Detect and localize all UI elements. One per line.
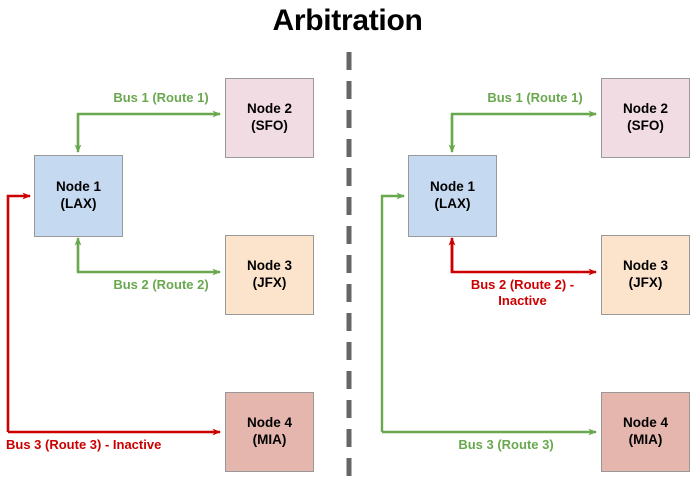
right-edge-bus2-label-line2: Inactive [498, 292, 547, 308]
right-edge-bus3 [380, 192, 597, 436]
right-edge-bus1-label: Bus 1 (Route 1) [487, 90, 583, 105]
right-node-4-code: (MIA) [628, 432, 663, 447]
left-node-2-code: (SFO) [251, 118, 288, 133]
right-node-3-code: (JFX) [628, 275, 663, 290]
right-node-4[interactable]: Node 4 (MIA) [601, 392, 690, 472]
left-node-2[interactable]: Node 2 (SFO) [225, 78, 314, 158]
left-node-2-label: Node 2 [246, 101, 292, 117]
right-edge-bus2 [448, 237, 597, 276]
right-node-1-code: (LAX) [434, 196, 471, 211]
left-edge-bus3 [6, 192, 221, 436]
left-edge-bus1 [74, 110, 221, 153]
right-edge-bus2-label: Bus 2 (Route 2) - Inactive [444, 277, 601, 308]
right-edge-bus3-label: Bus 3 (Route 3) [458, 437, 554, 452]
left-node-3-label: Node 3 [246, 258, 292, 274]
left-node-4-label: Node 4 [246, 415, 292, 431]
left-node-3[interactable]: Node 3 (JFX) [225, 235, 314, 315]
page-title: Arbitration [272, 4, 423, 37]
left-edge-bus2-label: Bus 2 (Route 2) [113, 277, 209, 292]
right-node-3[interactable]: Node 3 (JFX) [601, 235, 690, 315]
right-node-1[interactable]: Node 1 (LAX) [408, 155, 497, 237]
left-node-1-label: Node 1 [55, 179, 101, 195]
left-node-4-code: (MIA) [252, 432, 287, 447]
left-edge-bus3-label: Bus 3 (Route 3) - Inactive [6, 437, 162, 452]
right-node-4-label: Node 4 [622, 415, 668, 431]
left-node-1[interactable]: Node 1 (LAX) [34, 155, 123, 237]
right-node-1-label: Node 1 [429, 179, 475, 195]
left-edge-bus1-label: Bus 1 (Route 1) [113, 90, 209, 105]
right-node-2-code: (SFO) [627, 118, 664, 133]
right-node-2[interactable]: Node 2 (SFO) [601, 78, 690, 158]
right-edge-bus2-label-line1: Bus 2 (Route 2) - [470, 277, 575, 292]
left-node-3-code: (JFX) [252, 275, 287, 290]
left-node-1-code: (LAX) [60, 196, 97, 211]
right-node-2-label: Node 2 [622, 101, 668, 117]
left-edge-bus2 [74, 237, 221, 276]
right-node-3-label: Node 3 [622, 258, 668, 274]
left-node-4[interactable]: Node 4 (MIA) [225, 392, 314, 472]
right-edge-bus1 [448, 110, 597, 153]
